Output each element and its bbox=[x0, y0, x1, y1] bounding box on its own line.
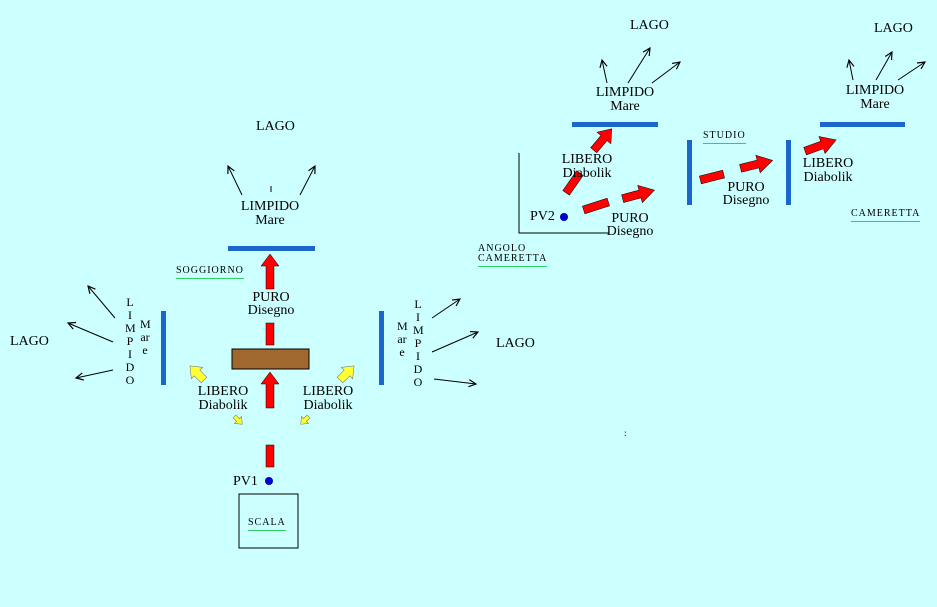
puro-label: PURO bbox=[611, 211, 649, 226]
mare-label: Mare bbox=[860, 97, 890, 112]
room-label-scala: SCALA bbox=[248, 518, 286, 531]
room-label-soggiorno: SOGGIORNO bbox=[176, 266, 244, 279]
libero-label: LIBERO bbox=[302, 384, 354, 399]
libero-label: LIBERO bbox=[197, 384, 249, 399]
diabolik-label: Diabolik bbox=[562, 166, 612, 181]
limpido-mare-cameretta: LIMPIDO Mare bbox=[845, 84, 905, 112]
angolo-label: ANGOLO bbox=[478, 243, 527, 254]
libero-diabolik-left: LIBERO Diabolik bbox=[192, 385, 254, 413]
limpido-vertical-left: LIMPIDO bbox=[125, 295, 136, 387]
puro-disegno-center: PURO Disegno bbox=[240, 290, 302, 318]
limpido-mare-center: LIMPIDO Mare bbox=[240, 200, 300, 228]
diabolik-label: Diabolik bbox=[198, 398, 248, 413]
lago-label-top-right: LAGO bbox=[874, 21, 913, 36]
wall-angolo-top bbox=[572, 122, 658, 127]
pv1-dot bbox=[265, 477, 273, 485]
wall-soggiorno-left bbox=[161, 311, 166, 385]
puro-disegno-angolo: PURO Disegno bbox=[600, 211, 660, 239]
wall-soggiorno-top bbox=[228, 246, 315, 251]
mare-label: Mare bbox=[610, 99, 640, 114]
room-label-angolo-cameretta: ANGOLO CAMERETTA bbox=[478, 243, 548, 267]
limpido-label: LIMPIDO bbox=[595, 85, 655, 100]
wall-soggiorno-right bbox=[379, 311, 384, 385]
yellow-arrows bbox=[189, 365, 355, 425]
table bbox=[231, 348, 310, 370]
limpido-mare-angolo: LIMPIDO Mare bbox=[595, 86, 655, 114]
lago-label-center: LAGO bbox=[256, 119, 295, 134]
mare-vertical-left: Mare bbox=[140, 317, 151, 357]
room-label-studio: STUDIO bbox=[703, 131, 746, 144]
mare-vertical-right: Mare bbox=[397, 319, 408, 359]
cameretta-label: CAMERETTA bbox=[478, 254, 548, 267]
limpido-vertical-right: LIMPIDO bbox=[413, 297, 424, 389]
lago-label-left: LAGO bbox=[10, 334, 49, 349]
pv2-label: PV2 bbox=[530, 209, 555, 224]
limpido-label: LIMPIDO bbox=[240, 199, 300, 214]
libero-label: LIBERO bbox=[561, 152, 613, 167]
libero-label: LIBERO bbox=[802, 156, 854, 171]
disegno-label: Disegno bbox=[722, 193, 770, 208]
lago-label-right: LAGO bbox=[496, 336, 535, 351]
puro-label: PURO bbox=[252, 290, 290, 305]
libero-diabolik-studio: LIBERO Diabolik bbox=[797, 157, 859, 185]
diabolik-label: Diabolik bbox=[803, 170, 853, 185]
red-arrows bbox=[260, 128, 837, 468]
pv1-label: PV1 bbox=[233, 474, 258, 489]
mare-label: Mare bbox=[255, 213, 285, 228]
svg-text::: : bbox=[624, 428, 627, 438]
wall-studio-left bbox=[687, 140, 692, 205]
wall-studio-right bbox=[786, 140, 791, 205]
disegno-label: Disegno bbox=[247, 303, 295, 318]
limpido-label: LIMPIDO bbox=[845, 83, 905, 98]
view-arrows bbox=[68, 48, 925, 384]
diabolik-label: Diabolik bbox=[303, 398, 353, 413]
libero-diabolik-angolo: LIBERO Diabolik bbox=[556, 153, 618, 181]
puro-label: PURO bbox=[727, 180, 765, 195]
disegno-label: Disegno bbox=[606, 224, 654, 239]
wall-cameretta-top bbox=[820, 122, 905, 127]
room-label-cameretta: CAMERETTA bbox=[851, 209, 921, 222]
lago-label-top-middle: LAGO bbox=[630, 18, 669, 33]
pv2-dot bbox=[560, 213, 568, 221]
puro-disegno-studio: PURO Disegno bbox=[716, 180, 776, 208]
libero-diabolik-right: LIBERO Diabolik bbox=[297, 385, 359, 413]
walls bbox=[161, 122, 905, 385]
room-outline-lines bbox=[238, 153, 609, 549]
